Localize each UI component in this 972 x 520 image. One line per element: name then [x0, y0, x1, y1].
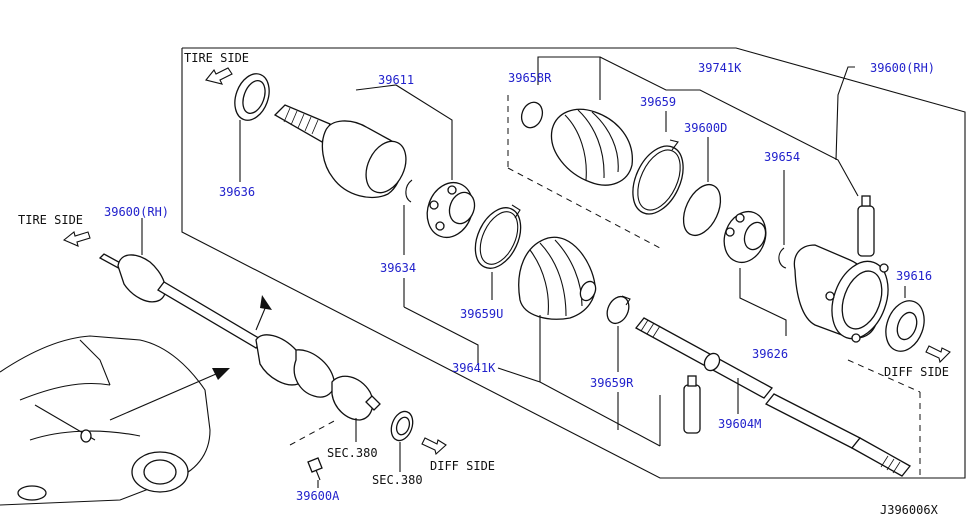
label-39600rh-top: 39600(RH): [870, 61, 935, 75]
label-39604m: 39604M: [718, 417, 761, 431]
label-39636: 39636: [219, 185, 255, 199]
shaft-39604m: [635, 317, 911, 477]
label-39611: 39611: [378, 73, 414, 87]
leader-39641k-b: [497, 367, 661, 447]
exploded-frame: [181, 47, 966, 479]
label-diff-side-right: DIFF SIDE: [884, 365, 949, 379]
label-39600a: 39600A: [296, 489, 340, 503]
inner-race-39626: [723, 210, 767, 264]
label-39600d: 39600D: [684, 121, 727, 135]
vehicle-arrow: [109, 368, 230, 421]
joint-housing: [793, 244, 889, 343]
vehicle-outline: [0, 335, 211, 506]
clamp-39659: [632, 139, 684, 215]
arrow-diff-right: [925, 345, 951, 364]
label-39658r: 39658R: [508, 71, 552, 85]
label-39659r: 39659R: [590, 376, 634, 390]
label-sec380-a: SEC.380: [327, 446, 378, 460]
dashed-bolt-guide: [289, 419, 337, 446]
label-diff-side-bottom: DIFF SIDE: [430, 459, 495, 473]
leader-39658r: [537, 56, 601, 100]
grease-tube-b: [857, 195, 875, 257]
boot-left: [518, 236, 597, 320]
label-tire-side-top: TIRE SIDE: [184, 51, 249, 65]
arrow-tire-left: [62, 231, 91, 247]
leader-39641k-a: [403, 306, 479, 365]
bolt-39600a: [307, 457, 323, 481]
seal-39636: [234, 73, 270, 121]
clamp-39659u: [474, 204, 522, 269]
arrow-diff-bottom: [421, 437, 447, 456]
leader-39600rh-top: [835, 66, 855, 161]
label-39634: 39634: [380, 261, 416, 275]
label-39616: 39616: [896, 269, 932, 283]
label-tire-side-left: TIRE SIDE: [18, 213, 83, 227]
snap-ring-39634: [405, 179, 413, 203]
label-sec380-b: SEC.380: [372, 473, 423, 487]
label-39659: 39659: [640, 95, 676, 109]
label-39654: 39654: [764, 150, 800, 164]
label-39600rh-left: 39600(RH): [104, 205, 169, 219]
diagram-code: J396006X: [880, 503, 939, 517]
clamp-39659r: [606, 295, 631, 325]
label-39659u: 39659U: [460, 307, 503, 321]
ring-39658r: [520, 101, 544, 129]
assembled-driveshaft: [98, 253, 381, 421]
leader-39626: [739, 268, 787, 336]
seal-39616: [885, 300, 925, 352]
leader-39741k: [599, 56, 859, 197]
frame-dashed-edge-3: [847, 359, 921, 393]
arrow-tire-top: [205, 67, 233, 85]
leader-39611: [355, 84, 453, 180]
inner-race: [426, 181, 476, 239]
label-39626: 39626: [752, 347, 788, 361]
boot-right: [550, 108, 633, 186]
seal-sec380: [390, 410, 414, 442]
outer-joint-39611: [273, 104, 407, 199]
snap-ring-39600d: [682, 183, 722, 237]
frame-dashed-edge: [507, 167, 661, 249]
label-39641k: 39641K: [452, 361, 496, 375]
snap-ring-39654: [778, 247, 787, 269]
up-arrow: [255, 295, 272, 331]
grease-tube-a: [683, 375, 701, 434]
label-39741k: 39741K: [698, 61, 742, 75]
